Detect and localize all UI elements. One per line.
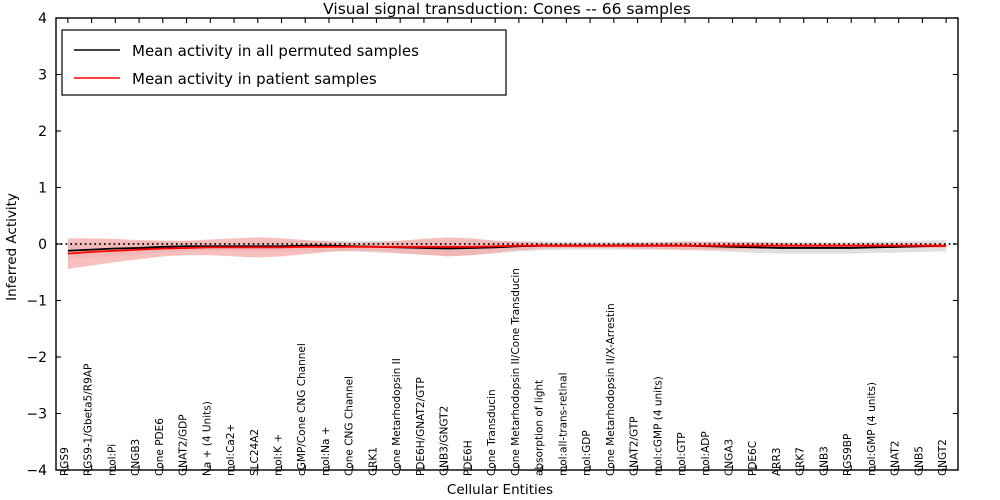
x-tick-label: RGS9: [59, 447, 71, 476]
x-tick-label: GRK1: [367, 447, 379, 476]
x-tick-label: GNB3/GNGT2: [439, 406, 451, 476]
y-axis-label: Inferred Activity: [4, 193, 20, 301]
chart-title: Visual signal transduction: Cones -- 66 …: [323, 0, 691, 18]
y-tick-label: 2: [38, 124, 47, 140]
x-tick-label: RGS9-1/Gbeta5/R9AP: [83, 364, 95, 476]
x-tick-label: Cone Metarhodopsin II/X-Arrestin: [605, 303, 617, 476]
x-tick-label: mol:GDP: [581, 430, 593, 476]
x-tick-label: PDE6H: [462, 440, 474, 476]
x-tick-label: mol:all-trans-retinal: [557, 372, 569, 476]
x-tick-label: Cone Metarhodopsin II/Cone Transducin: [510, 268, 522, 476]
x-tick-label: mol:GTP: [676, 432, 688, 476]
x-tick-label: GNAT2/GDP: [178, 414, 190, 476]
x-axis-label: Cellular Entities: [447, 482, 553, 498]
x-tick-label: PDE6C: [747, 441, 759, 476]
x-tick-label: GNAT2: [890, 441, 902, 476]
y-axis-ticks: −4 −3 −2 −1 0 1 2 3 4: [26, 11, 958, 479]
x-tick-label: mol:cGMP (4 units): [652, 376, 664, 476]
y-tick-label: −3: [26, 407, 47, 423]
x-tick-label: mol:Ca2+: [225, 424, 237, 476]
x-tick-label: GNGT2: [937, 439, 949, 476]
series-lines: [67, 244, 947, 255]
x-tick-label: mol:Na +: [320, 426, 332, 476]
x-tick-label: SLC24A2: [249, 429, 261, 476]
x-tick-label: Cone Transducin: [486, 389, 498, 476]
x-tick-label: RGS9BP: [842, 434, 854, 476]
y-tick-label: −4: [26, 463, 47, 479]
x-tick-label: mol:GMP (4 units): [866, 382, 878, 476]
line-patient: [67, 244, 947, 255]
x-axis-tick-labels: RGS9 RGS9-1/Gbeta5/R9AP mol:Pi CNGB3 Cone PD…: [59, 268, 949, 476]
y-tick-label: 4: [38, 11, 47, 27]
x-tick-label: mol:ADP: [700, 431, 712, 476]
x-tick-label: GNB3: [818, 446, 830, 476]
y-tick-label: 0: [38, 237, 47, 253]
x-tick-label: PDE6H/GNAT2/GTP: [415, 377, 427, 476]
x-tick-label: Na + (4 Units): [201, 401, 213, 476]
x-tick-label: GNB5: [913, 446, 925, 476]
x-tick-label: GRK7: [795, 447, 807, 476]
x-tick-label: GNAT2/GTP: [629, 416, 641, 476]
y-tick-label: 3: [38, 68, 47, 84]
legend-label-patient: Mean activity in patient samples: [132, 70, 377, 88]
x-tick-label: CNGA3: [724, 439, 736, 476]
x-tick-label: mol:K +: [273, 434, 285, 476]
y-tick-label: −1: [26, 294, 47, 310]
x-tick-label: cGMP/Cone CNG Channel: [296, 343, 308, 476]
x-tick-label: mol:Pi: [106, 444, 118, 476]
legend[interactable]: Mean activity in all permuted samples Me…: [61, 29, 507, 96]
x-axis-ticks: [67, 18, 947, 470]
legend-frame: [61, 29, 507, 96]
x-tick-label: absorption of light: [534, 380, 546, 476]
x-tick-label: Cone PDE6: [154, 418, 166, 476]
legend-label-permuted: Mean activity in all permuted samples: [132, 42, 419, 60]
x-tick-label: ARR3: [771, 448, 783, 476]
y-tick-label: 1: [38, 181, 47, 197]
y-tick-label: −2: [26, 350, 47, 366]
x-tick-label: Cone Metarhodopsin II: [391, 358, 403, 476]
x-tick-label: CNGB3: [130, 439, 142, 476]
x-tick-label: Cone CNG Channel: [344, 376, 356, 476]
